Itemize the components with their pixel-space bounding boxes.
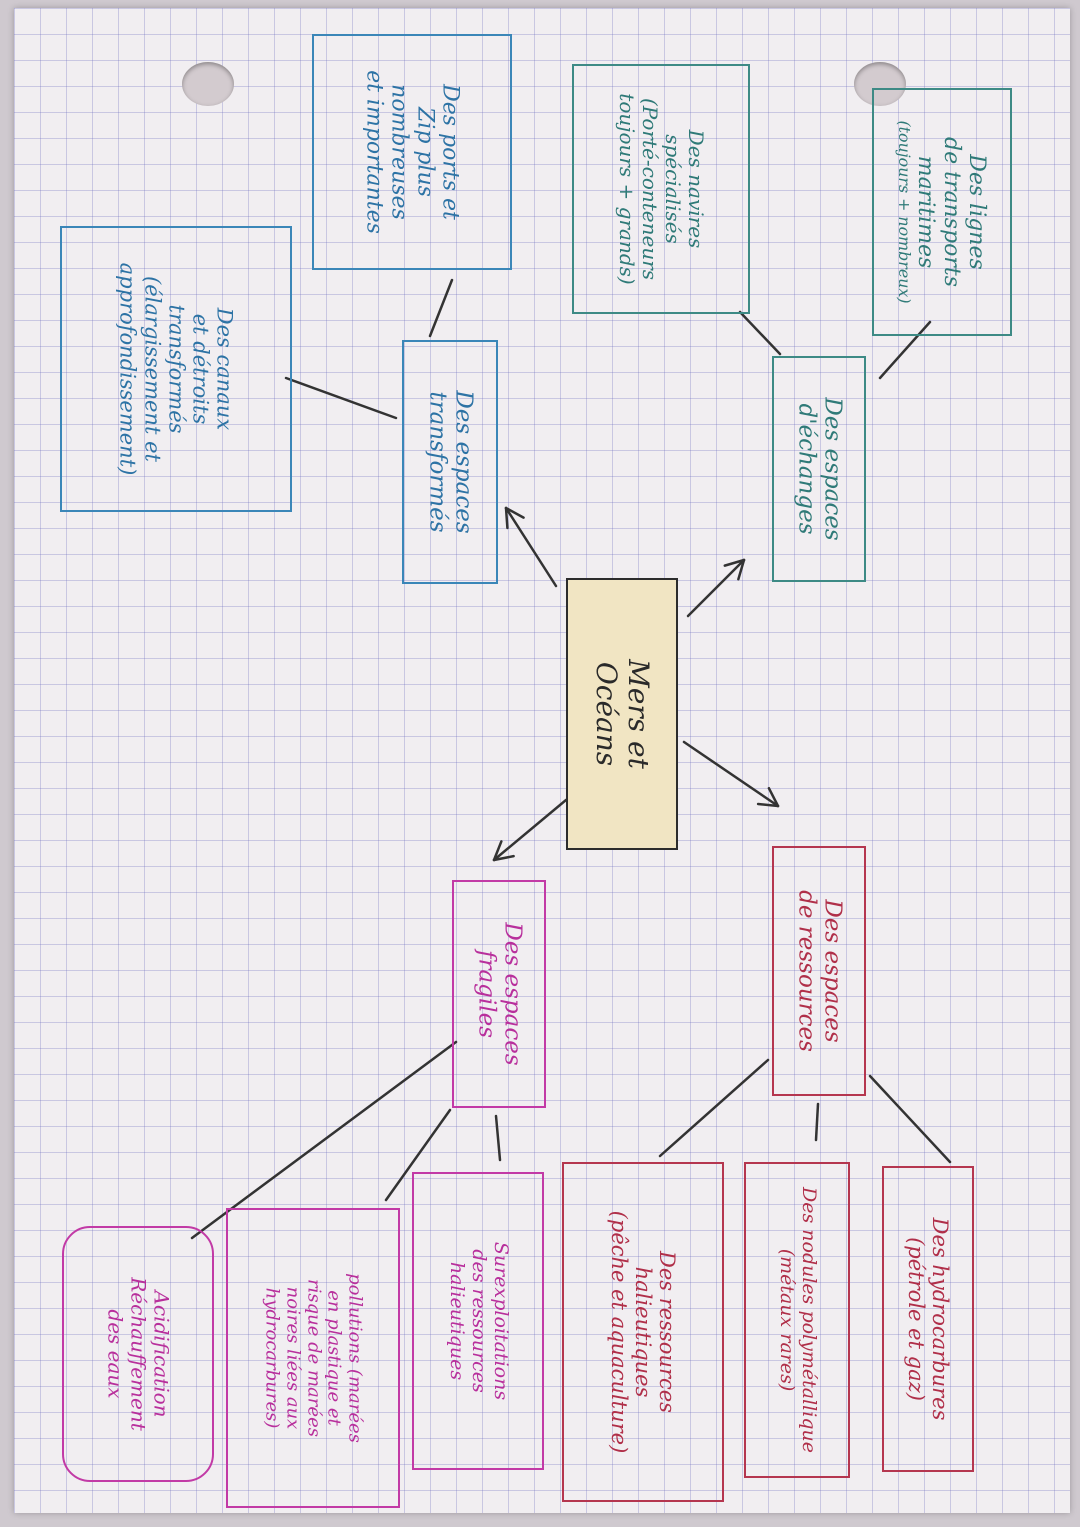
arrow-to-ressources xyxy=(682,740,780,808)
node-pollutions[interactable]: pollutions (marées en plastique et risqu… xyxy=(226,1208,400,1508)
node-canaux-line-3: transformés xyxy=(164,304,189,434)
node-ports-line-4: et importantes xyxy=(361,70,387,234)
center-line-1: Mers et xyxy=(622,659,656,769)
binder-hole-right xyxy=(854,62,906,106)
node-transformes-line-1: Des espaces xyxy=(450,390,477,534)
node-hydrocarbures[interactable]: Des hydrocarbures (pétrole et gaz) xyxy=(882,1166,974,1472)
node-pollutions-line-3: risque de marées xyxy=(303,1279,325,1437)
node-espaces-ressources[interactable]: Des espaces de ressources xyxy=(772,846,866,1096)
link-fragiles-surexploitation xyxy=(494,1114,502,1162)
arrow-to-fragiles-head-b xyxy=(492,854,515,862)
node-lignes-transports[interactable]: Des lignes de transports maritimes (touj… xyxy=(872,88,1012,336)
node-ports-line-3: nombreuses xyxy=(387,84,412,220)
arrow-to-transformes-head-b xyxy=(504,506,509,530)
node-ports-line-2: Zip plus xyxy=(412,107,438,197)
node-espaces-echanges[interactable]: Des espaces d'échanges xyxy=(772,356,866,582)
link-fragiles-pollutions xyxy=(384,1108,452,1202)
node-navires-line-1: Des navires xyxy=(684,129,708,249)
node-pollutions-line-2: en plastique et xyxy=(324,1290,346,1426)
center-line-2: Océans xyxy=(590,661,623,767)
arrow-to-transformes xyxy=(504,506,558,588)
arrow-to-transformes-head-a xyxy=(504,506,525,519)
node-nodules-line-2: (métaux rares) xyxy=(776,1248,798,1392)
binder-hole-left xyxy=(182,62,234,106)
arrow-to-echanges-head-b xyxy=(723,558,746,567)
node-acidification[interactable]: Acidification Réchauffement des eaux xyxy=(62,1226,214,1482)
node-lignes-line-2: de transports xyxy=(938,136,964,287)
node-acidification-line-2: Réchauffement xyxy=(126,1277,151,1431)
node-halieutiques-line-2: halieutiques xyxy=(631,1266,656,1398)
node-lignes-note: (toujours + nombreux) xyxy=(895,120,915,304)
node-acidification-line-3: des eaux xyxy=(103,1309,128,1399)
node-navires-specialises[interactable]: Des navires spécialisés (Porté-conteneur… xyxy=(572,64,750,314)
node-espaces-fragiles[interactable]: Des espaces fragiles xyxy=(452,880,546,1108)
node-canaux-line-1: Des canaux xyxy=(212,307,237,431)
node-halieutiques-line-1: Des ressources xyxy=(655,1251,680,1413)
link-ressources-nodules xyxy=(814,1102,820,1142)
link-ressources-halieutiques xyxy=(658,1058,770,1158)
node-navires-line-3: (Porté-conteneurs xyxy=(638,97,662,281)
link-transformes-ports xyxy=(428,278,454,338)
center-node[interactable]: Mers et Océans xyxy=(566,578,678,850)
node-lignes-line-3: maritimes xyxy=(913,155,939,269)
node-fragiles-line-1: Des espaces xyxy=(499,922,526,1066)
node-canaux-line-2: et détroits xyxy=(188,313,213,425)
node-canaux-line-5: approfondissement) xyxy=(115,262,140,476)
grid-paper-sheet xyxy=(14,8,1070,1513)
node-surexploitation-line-3: halieutiques xyxy=(446,1261,469,1381)
node-lignes-line-1: Des lignes xyxy=(964,154,990,270)
arrow-to-fragiles-head-a xyxy=(492,840,503,862)
node-nodules[interactable]: Des nodules polymétallique (métaux rares… xyxy=(744,1162,850,1478)
node-echanges-line-1: Des espaces xyxy=(819,397,846,541)
arrow-to-echanges-head-a xyxy=(737,558,746,581)
link-echanges-navires xyxy=(738,310,782,356)
node-hydrocarbures-line-1: Des hydrocarbures xyxy=(928,1217,953,1421)
node-acidification-line-1: Acidification xyxy=(149,1290,174,1418)
node-ressources-line-2: de ressources xyxy=(793,890,819,1052)
node-pollutions-line-4: noires liées aux xyxy=(282,1286,304,1430)
node-navires-line-2: spécialisés xyxy=(661,134,685,244)
arrow-to-ressources-head-a xyxy=(756,802,780,808)
node-surexploitation-line-1: Surexploitations xyxy=(489,1241,512,1401)
node-hydrocarbures-line-2: (pétrole et gaz) xyxy=(904,1237,928,1401)
node-canaux-detroits[interactable]: Des canaux et détroits transformés (élar… xyxy=(60,226,292,512)
node-pollutions-line-5: hydrocarbures) xyxy=(261,1287,283,1429)
link-fragiles-acidification xyxy=(190,1040,458,1240)
node-ports-zip[interactable]: Des ports et Zip plus nombreuses et impo… xyxy=(312,34,512,270)
node-ressources-line-1: Des espaces xyxy=(819,899,846,1043)
link-echanges-lignes xyxy=(878,320,932,380)
node-echanges-line-2: d'échanges xyxy=(793,403,819,535)
node-pollutions-line-1: pollutions (marées xyxy=(344,1273,366,1443)
node-canaux-line-4: (élargissement et xyxy=(139,276,164,462)
arrow-to-fragiles xyxy=(492,798,568,862)
node-nodules-line-1: Des nodules polymétallique xyxy=(797,1187,820,1453)
node-surexploitation-line-2: des ressources xyxy=(467,1249,490,1393)
node-navires-line-4: toujours + grands) xyxy=(615,93,639,285)
arrow-to-ressources-head-b xyxy=(767,786,780,808)
link-transformes-canaux xyxy=(284,376,398,420)
arrow-to-echanges xyxy=(686,558,746,618)
node-transformes-line-2: transformés xyxy=(424,391,450,533)
node-surexploitation[interactable]: Surexploitations des ressources halieuti… xyxy=(412,1172,544,1470)
node-fragiles-line-2: fragiles xyxy=(473,949,499,1039)
node-ports-line-1: Des ports et xyxy=(437,84,463,220)
node-halieutiques-line-3: (pêche et aquaculture) xyxy=(606,1210,631,1454)
link-ressources-hydro xyxy=(868,1074,952,1164)
node-ressources-halieutiques[interactable]: Des ressources halieutiques (pêche et aq… xyxy=(562,1162,724,1502)
node-espaces-transformes[interactable]: Des espaces transformés xyxy=(402,340,498,584)
